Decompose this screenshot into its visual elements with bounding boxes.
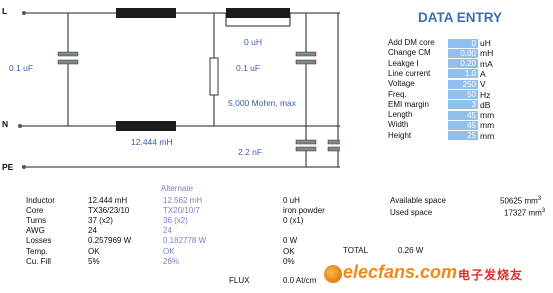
flux-value: 0.0 At/cm xyxy=(283,276,317,285)
result-main: OK xyxy=(88,246,100,256)
dm-inductor xyxy=(226,8,290,18)
entry-unit: mm xyxy=(480,110,495,121)
result-main: 5% xyxy=(88,256,100,266)
result-label: Temp. xyxy=(26,246,48,256)
result-dm: 0 W xyxy=(283,236,298,246)
entry-input[interactable]: 250 xyxy=(448,79,478,89)
cap-left-label: 0.1 uF xyxy=(9,63,34,73)
total-value: 0.26 W xyxy=(398,246,424,255)
entry-unit: mm xyxy=(480,120,495,131)
alternate-header: Alternate xyxy=(161,184,194,193)
result-dm: 0% xyxy=(283,256,295,266)
result-alternate: 36 (x2) xyxy=(163,216,188,226)
watermark-cn: 电子发烧友 xyxy=(458,268,524,282)
entry-label: Freq. xyxy=(388,89,407,99)
result-alternate: OK xyxy=(163,246,175,256)
result-label: Cu. Fill xyxy=(26,256,51,266)
entry-label: Height xyxy=(388,130,412,140)
result-dm: iron powder xyxy=(283,206,325,216)
result-dm: 0 (x1) xyxy=(283,216,304,226)
entry-input[interactable]: 45 xyxy=(448,120,478,130)
available-space-value: 50625 mm3 xyxy=(500,196,542,206)
result-label: AWG xyxy=(26,226,45,236)
watermark-site: elecfans.com xyxy=(343,262,458,282)
cm-inductor-top xyxy=(116,8,176,18)
dm-inductor-label: 0 uH xyxy=(244,37,262,47)
terminal-PE xyxy=(22,165,26,169)
entry-input[interactable]: 3 xyxy=(448,100,478,110)
result-main: 24 xyxy=(88,226,97,236)
entry-input[interactable]: 0.20 xyxy=(448,59,478,69)
used-space-value: 17327 mm3 xyxy=(504,208,546,218)
entry-unit: Hz xyxy=(480,89,491,100)
entry-input[interactable]: 0 xyxy=(448,38,478,48)
filter-schematic xyxy=(18,8,340,169)
result-dm: 0 uH xyxy=(283,196,300,205)
cap-y-label: 2.2 nF xyxy=(238,147,263,157)
flux-label: FLUX xyxy=(229,276,250,285)
entry-unit: mA xyxy=(480,58,493,69)
page-title: DATA ENTRY xyxy=(418,10,502,25)
result-main: 37 (x2) xyxy=(88,216,113,226)
entry-label: Change CM xyxy=(388,48,431,58)
entry-unit: A xyxy=(480,68,486,79)
entry-input[interactable]: 1.0 xyxy=(448,69,478,79)
entry-label: Width xyxy=(388,120,409,130)
node-label-L: L xyxy=(2,6,8,16)
result-alternate: 0.182778 W xyxy=(163,236,207,246)
total-label: TOTAL xyxy=(343,246,369,255)
result-main: 0.257969 W xyxy=(88,236,132,246)
entry-unit: mH xyxy=(480,48,494,59)
available-space-label: Available space xyxy=(390,196,446,205)
entry-input[interactable]: 25 xyxy=(448,131,478,141)
result-label: Core xyxy=(26,206,44,216)
entry-input[interactable]: 45 xyxy=(448,110,478,120)
entry-input[interactable]: 0.00 xyxy=(448,48,478,58)
result-alternate: TX20/10/7 xyxy=(163,206,200,216)
entry-label: Voltage xyxy=(388,79,415,89)
cm-inductor-label: 12.444 mH xyxy=(131,137,173,147)
result-label: Turns xyxy=(26,216,47,226)
entry-unit: V xyxy=(480,79,486,90)
terminal-L xyxy=(22,11,26,15)
result-main: 12.444 mH xyxy=(88,196,128,205)
result-main: TX36/23/10 xyxy=(88,206,130,216)
cm-inductor-bottom xyxy=(116,121,176,131)
node-label-N: N xyxy=(2,119,9,129)
cap-mid-label: 0.1 uF xyxy=(236,63,261,73)
result-dm: OK xyxy=(283,246,295,256)
entry-label: Leakge I xyxy=(388,58,419,68)
terminal-N xyxy=(18,124,22,128)
result-alternate: 12.562 mH xyxy=(163,196,203,205)
resistor-body xyxy=(209,57,219,96)
entry-label: Length xyxy=(388,110,413,120)
result-alternate: 26% xyxy=(163,256,180,266)
result-alternate: 24 xyxy=(163,226,172,236)
entry-label: EMI margin xyxy=(388,99,429,109)
entry-label: Add DM core xyxy=(388,38,435,47)
result-label: Losses xyxy=(26,236,52,246)
result-label: Inductor xyxy=(26,196,55,205)
entry-label: Line current xyxy=(388,68,431,78)
used-space-label: Used space xyxy=(390,208,433,217)
entry-unit: mm xyxy=(480,130,495,141)
entry-unit: dB xyxy=(480,99,491,110)
resistor-label: 5,000 Mohm, max xyxy=(228,98,297,108)
node-label-PE: PE xyxy=(2,162,14,172)
entry-input[interactable]: 50 xyxy=(448,90,478,99)
entry-unit: uH xyxy=(480,38,491,48)
elecfans-logo-icon xyxy=(324,265,342,283)
